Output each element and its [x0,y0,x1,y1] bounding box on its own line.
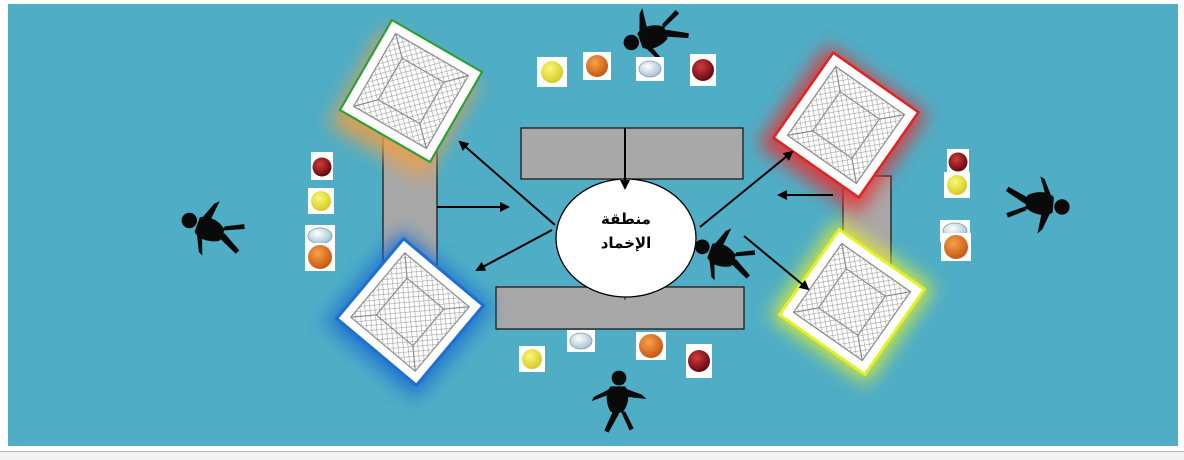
arrow-icon [475,229,553,271]
tennis-ball-icon [519,346,545,372]
bench-top [520,127,744,180]
white-ball-icon [567,330,595,352]
damping-zone-label: منطقة الإخماد [556,207,696,255]
arrow-icon [458,140,556,226]
orange-ball-icon [583,52,611,80]
goal-top-right [757,44,928,215]
zone-label-line1: منطقة [601,210,651,228]
goal-bottom-right [769,219,935,385]
window-bottom-edge [0,451,1184,460]
red-ball-icon [311,152,333,180]
goal-top-left [328,18,484,180]
tennis-ball-icon [308,188,334,214]
arrow-icon [699,150,794,228]
red-ball-icon [947,149,969,175]
red-ball-icon [686,344,712,378]
orange-ball-icon [941,233,971,261]
white-ball-icon [305,225,335,247]
red-ball-icon [690,54,716,86]
arrow-icon [743,235,810,291]
tennis-ball-icon [944,172,970,198]
tennis-ball-icon [537,57,567,87]
zone-label-line2: الإخماد [600,234,652,252]
white-ball-icon [636,57,664,81]
orange-ball-icon [305,243,335,271]
arrows [437,128,833,291]
orange-ball-icon [636,332,666,360]
goal-bottom-left [324,230,494,400]
